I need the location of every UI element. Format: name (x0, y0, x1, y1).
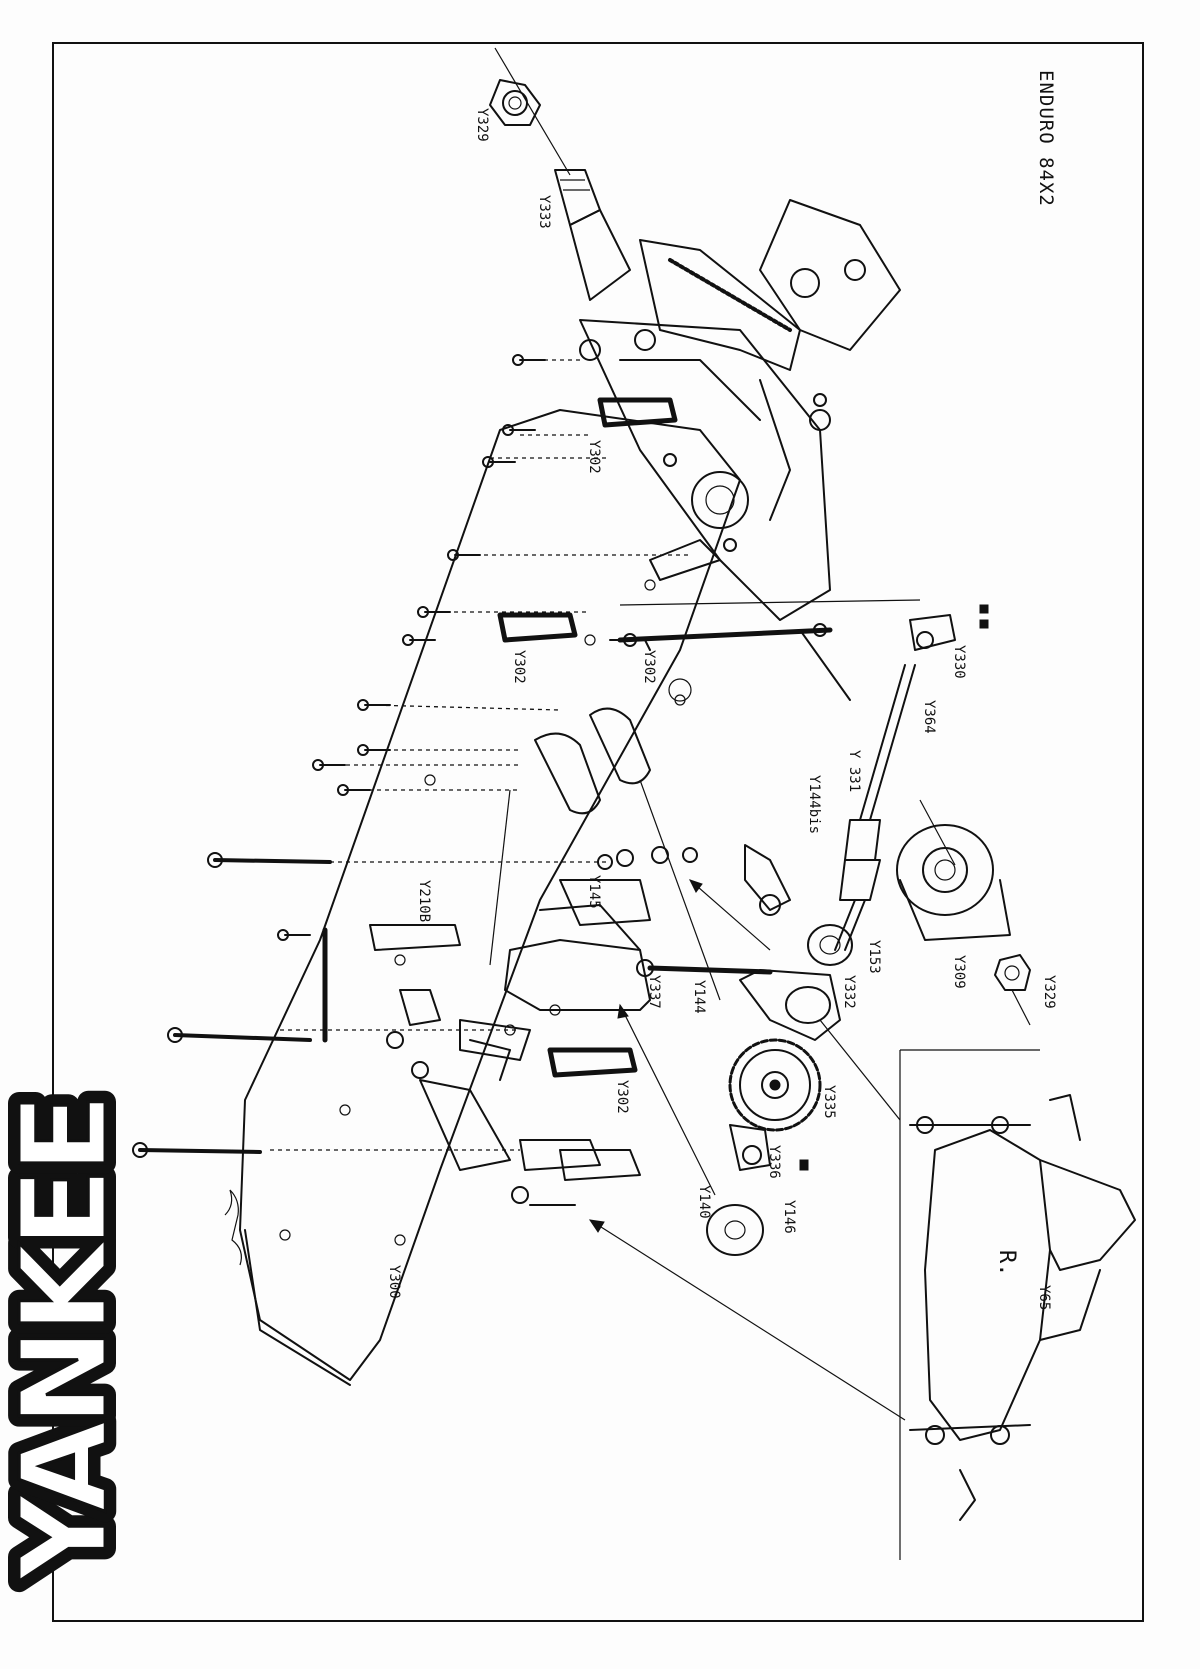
label-y333: Y333 (536, 195, 552, 229)
svg-text:YANKEE: YANKEE (0, 1099, 133, 1582)
label-y335: Y335 (821, 1085, 837, 1119)
drawing-border (52, 42, 1144, 1622)
chassis-plate (239, 409, 741, 1386)
label-y300: Y300 (386, 1265, 402, 1299)
label-y302-a: Y302 (586, 440, 602, 474)
label-y145: Y145 (586, 875, 602, 909)
bearing-y153 (807, 924, 853, 966)
label-y364: Y364 (921, 700, 937, 734)
long-screws (132, 852, 332, 1158)
hub-y336 (729, 1124, 809, 1171)
label-y336: Y336 (766, 1145, 782, 1179)
lever-y144bis (744, 844, 791, 916)
svg-text:YANKEE: YANKEE (0, 1099, 133, 1582)
label-y302-c: Y302 (641, 650, 657, 684)
spur-gear-y335 (728, 1038, 822, 1132)
washer-y140 (706, 1204, 764, 1256)
bracket-y337 (504, 879, 654, 1011)
label-y337: Y337 (646, 975, 662, 1009)
label-y146: Y146 (781, 1200, 797, 1234)
drive-shaft-y364-y331 (834, 664, 916, 951)
shaft-y333 (554, 169, 631, 301)
label-y329-right: Y329 (1041, 975, 1057, 1009)
steering-arm-y332 (647, 965, 841, 1041)
label-y140: Y140 (696, 1185, 712, 1219)
oval-slots (489, 707, 721, 1001)
washers-y145 (597, 846, 698, 870)
artist-signature (224, 1189, 242, 1266)
label-y309: Y309 (951, 955, 967, 989)
label-y144bis: Y144bis (806, 775, 822, 834)
label-y302-d: Y302 (614, 1080, 630, 1114)
drawing-title: ENDURO 84X2 (1035, 70, 1057, 207)
tank-mark: R. (994, 1250, 1019, 1277)
short-screws (277, 354, 546, 941)
label-y302-b: Y302 (511, 650, 527, 684)
part-labels: Y329 Y333 Y302 Y302 Y302 Y330 Y364 Y 331… (386, 108, 1057, 1310)
nut-y329-top (489, 47, 571, 176)
label-y65: Y65 (1036, 1285, 1052, 1310)
assembly-arrows (588, 879, 906, 1421)
yankee-brand-logo: YANKEE YANKEE (0, 1088, 144, 1593)
standoffs (369, 397, 678, 1181)
label-y329-top: Y329 (474, 108, 490, 142)
suspension-hardware (386, 989, 576, 1206)
label-y144: Y144 (691, 980, 707, 1014)
clutch-bell-y309 (896, 799, 1011, 941)
steering-link-bar (617, 599, 921, 647)
label-y332: Y332 (841, 975, 857, 1009)
label-y331: Y 331 (846, 750, 862, 792)
nut-y329-right (994, 954, 1031, 1026)
label-y210b: Y210B (416, 880, 432, 922)
gearbox-assembly (579, 199, 901, 701)
assembly-dashed-lines (270, 359, 690, 1151)
fuel-tank-y65 (899, 1049, 1136, 1560)
label-y330: Y330 (951, 645, 967, 679)
label-y153: Y153 (866, 940, 882, 974)
coupler-y330 (909, 604, 989, 651)
